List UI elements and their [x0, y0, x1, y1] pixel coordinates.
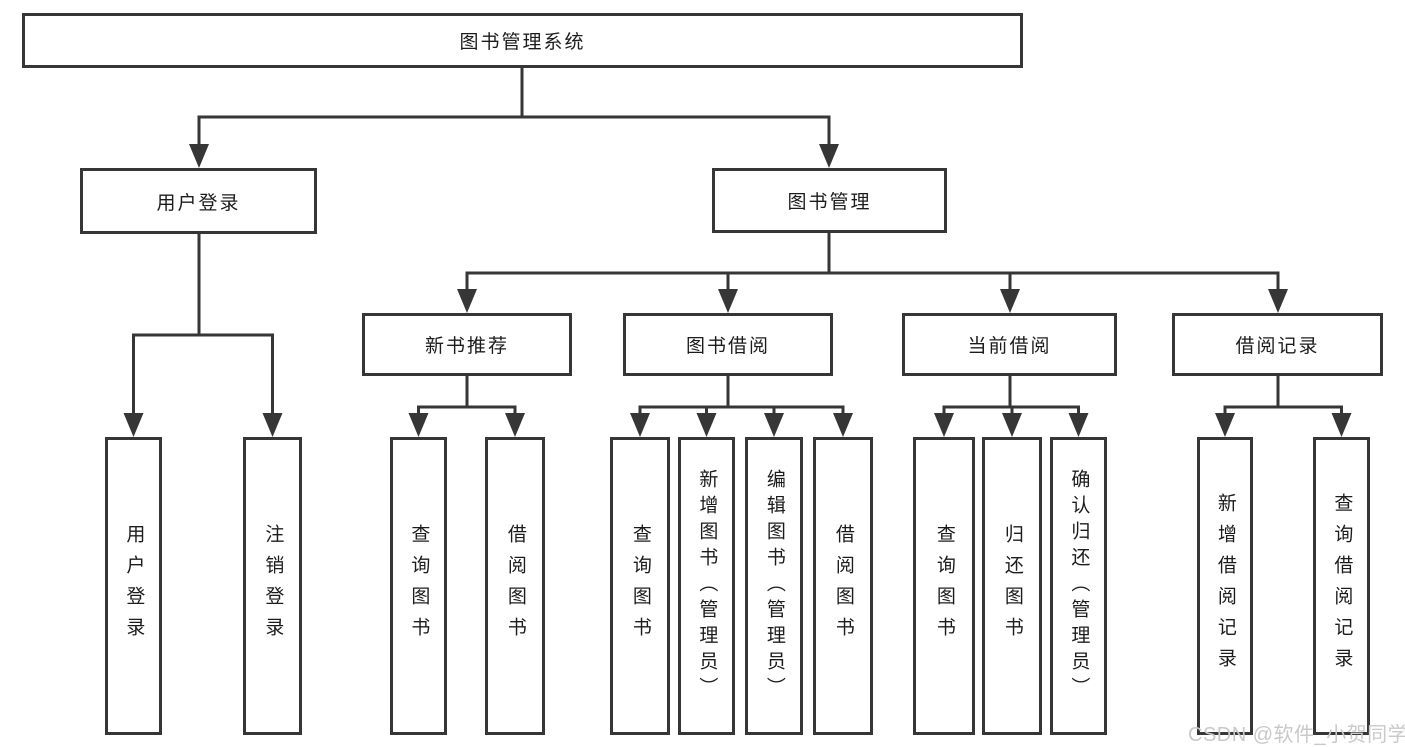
arrow-down-icon	[630, 413, 650, 437]
leaf-borrow-books-1-label: 借阅图书	[504, 524, 526, 648]
new-book-group-connector	[408, 374, 525, 437]
node-book-borrow: 图书借阅	[623, 313, 833, 376]
arrow-down-icon	[408, 413, 429, 437]
leaf-user-login: 用户登录	[105, 437, 162, 735]
leaf-query-books-1-label: 查询图书	[408, 524, 430, 648]
leaf-query-books-2-label: 查询图书	[629, 524, 651, 648]
arrow-down-icon	[1000, 289, 1020, 313]
leaf-confirm-return-admin-label: 确认归还（管理员）	[1068, 469, 1090, 703]
arrow-down-icon	[1215, 413, 1235, 437]
leaf-edit-book-admin-label: 编辑图书（管理员）	[763, 469, 785, 703]
current-group-connector	[934, 374, 1089, 437]
node-root-library-system: 图书管理系统	[22, 13, 1023, 68]
arrow-down-icon	[457, 289, 477, 313]
leaf-add-borrow-record-label: 新增借阅记录	[1214, 493, 1236, 679]
arrow-down-icon	[123, 413, 144, 437]
borrow-group-connector	[630, 374, 853, 437]
node-book-management-branch: 图书管理	[712, 168, 947, 233]
leaf-return-book-label: 归还图书	[1001, 524, 1023, 648]
arrow-down-icon	[505, 413, 525, 437]
node-borrow-records: 借阅记录	[1172, 313, 1383, 376]
leaf-query-borrow-record-label: 查询借阅记录	[1331, 493, 1353, 679]
records-group-connector	[1215, 374, 1352, 437]
arrow-down-icon	[764, 413, 784, 437]
arrow-down-icon	[833, 413, 853, 437]
arrow-down-icon	[1002, 413, 1022, 437]
arrow-down-icon	[718, 289, 738, 313]
node-current-borrow: 当前借阅	[902, 313, 1117, 376]
node-new-book-recommend: 新书推荐	[362, 313, 572, 376]
leaf-query-borrow-record: 查询借阅记录	[1313, 437, 1370, 735]
leaf-edit-book-admin: 编辑图书（管理员）	[745, 437, 803, 735]
leaf-borrow-books-2-label: 借阅图书	[832, 524, 854, 648]
leaf-query-books-3: 查询图书	[913, 437, 975, 735]
arrow-down-icon	[696, 413, 717, 437]
leaf-confirm-return-admin: 确认归还（管理员）	[1050, 437, 1107, 735]
arrow-down-icon	[1068, 413, 1089, 437]
mgmt-to-level3-connector	[457, 232, 1288, 313]
node-user-login-branch: 用户登录	[80, 168, 317, 234]
arrow-down-icon	[262, 413, 283, 437]
leaf-query-books-3-label: 查询图书	[933, 524, 955, 648]
arrow-down-icon	[189, 144, 209, 168]
arrow-down-icon	[1331, 413, 1352, 437]
leaf-user-login-label: 用户登录	[123, 524, 145, 648]
arrow-down-icon	[819, 144, 839, 168]
arrow-down-icon	[1268, 289, 1288, 313]
login-branch-connector	[123, 232, 283, 437]
leaf-add-book-admin: 新增图书（管理员）	[678, 437, 735, 735]
leaf-logout-label: 注销登录	[262, 524, 284, 648]
csdn-watermark: CSDN @软件_小贺同学	[1188, 724, 1405, 746]
leaf-borrow-books-1: 借阅图书	[485, 437, 545, 735]
leaf-add-book-admin-label: 新增图书（管理员）	[696, 469, 718, 703]
root-to-level2-connector	[189, 66, 839, 168]
leaf-logout: 注销登录	[243, 437, 302, 735]
leaf-return-book: 归还图书	[982, 437, 1042, 735]
leaf-query-books-2: 查询图书	[610, 437, 670, 735]
arrow-down-icon	[934, 413, 954, 437]
leaf-query-books-1: 查询图书	[390, 437, 447, 735]
leaf-add-borrow-record: 新增借阅记录	[1197, 437, 1253, 735]
leaf-borrow-books-2: 借阅图书	[813, 437, 873, 735]
